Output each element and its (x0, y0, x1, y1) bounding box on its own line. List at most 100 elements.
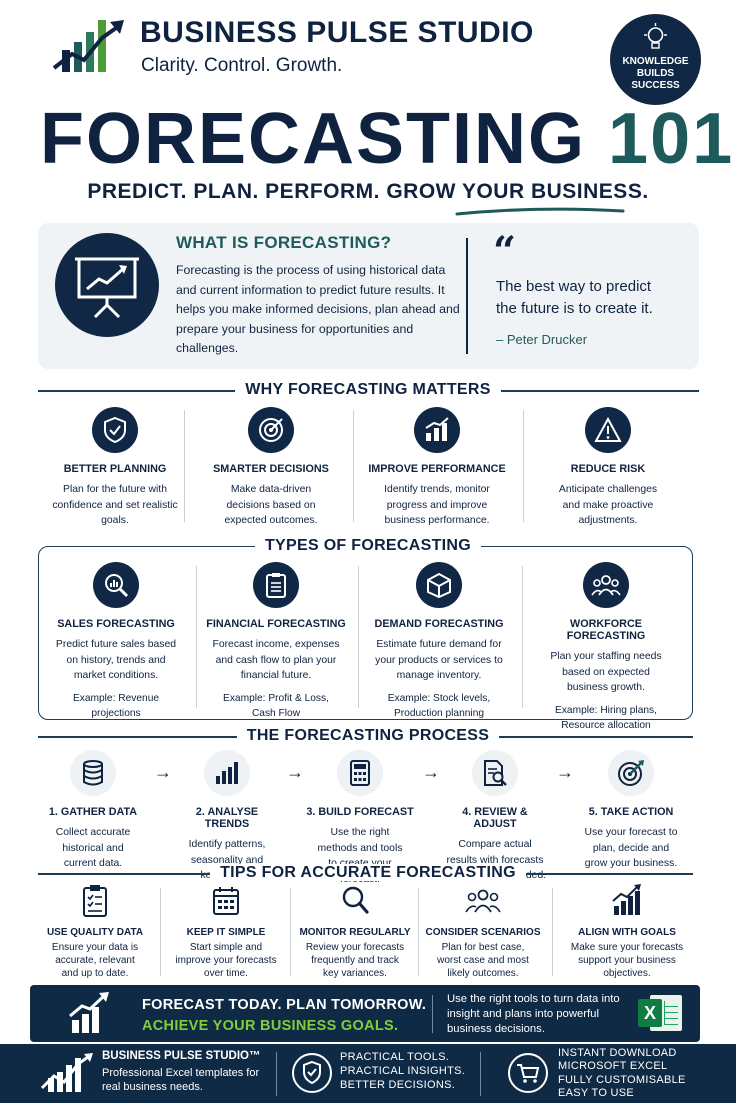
tip-title: USE QUALITY DATA (46, 927, 144, 938)
why-card-body: Plan for the future with confidence and … (52, 484, 178, 526)
process-step-title: 3. BUILD FORECAST (306, 806, 414, 818)
type-card-example: Example: Stock levels, Production planni… (387, 692, 491, 719)
types-heading-wrap: TYPES OF FORECASTING (0, 537, 736, 555)
footer (0, 1044, 736, 1103)
divider (276, 1052, 277, 1096)
why-card-title: IMPROVE PERFORMANCE (368, 463, 506, 475)
footer-mid-text: PRACTICAL TOOLS. PRACTICAL INSIGHTS. BET… (340, 1051, 466, 1091)
type-card-body: Predict future sales based on history, t… (55, 639, 177, 681)
excel-icon: X (638, 995, 682, 1031)
type-card: FINANCIAL FORECASTING Forecast income, e… (205, 562, 347, 721)
swoosh-underline (455, 207, 625, 216)
divider (196, 566, 197, 708)
type-card-body: Plan your staffing needs based on expect… (550, 651, 662, 693)
tip-card: CONSIDER SCENARIOS Plan for best case, w… (424, 884, 542, 980)
why-card: SMARTER DECISIONS Make data-driven decis… (196, 407, 346, 529)
banner-text: Use the right tools to turn data into in… (447, 993, 620, 1035)
divider (160, 888, 161, 976)
growth-chart-icon (612, 884, 641, 915)
group-icon (465, 889, 501, 913)
type-card: SALES FORECASTING Predict future sales b… (46, 562, 186, 721)
calendar-icon (213, 887, 239, 915)
why-heading: WHY FORECASTING MATTERS (235, 381, 501, 398)
badge-text: KNOWLEDGE BUILDS SUCCESS (622, 56, 689, 91)
search-icon (342, 886, 369, 914)
tip-title: ALIGN WITH GOALS (578, 927, 676, 938)
footer-brand: BUSINESS PULSE STUDIO™ (102, 1050, 261, 1062)
title-number: 101 (608, 99, 735, 179)
brand-tagline: Clarity. Control. Growth. (141, 55, 343, 76)
process-step-title: 5. TAKE ACTION (588, 806, 674, 818)
target-arrow-icon (608, 750, 654, 796)
database-icon (70, 750, 116, 796)
tip-title: CONSIDER SCENARIOS (425, 927, 541, 938)
process-step: 5. TAKE ACTION Use your forecast to plan… (576, 750, 686, 872)
tip-body: Plan for best case, worst case and most … (437, 942, 529, 979)
why-card: REDUCE RISK Anticipate challenges and ma… (533, 407, 683, 529)
shield-check-icon (92, 407, 138, 453)
warning-icon (585, 407, 631, 453)
type-card-body: Estimate future demand for your products… (375, 639, 503, 681)
footer-logo-icon (40, 1053, 93, 1092)
banner-headline: FORECAST TODAY. PLAN TOMORROW. (142, 997, 427, 1013)
why-card: IMPROVE PERFORMANCE Identify trends, mon… (362, 407, 512, 529)
tip-body: Ensure your data is accurate, relevant a… (51, 942, 139, 979)
process-step-body: Collect accurate historical and current … (55, 827, 131, 869)
why-card: BETTER PLANNING Plan for the future with… (40, 407, 190, 529)
why-card-title: REDUCE RISK (570, 463, 646, 475)
excel-letter: X (638, 999, 662, 1027)
footer-brand-sub: Professional Excel templates for real bu… (102, 1067, 260, 1093)
quote-icon: “ (493, 228, 517, 275)
clipboard-icon (253, 562, 299, 608)
why-card-body: Identify trends, monitor progress and im… (384, 484, 490, 526)
process-step: 1. GATHER DATA Collect accurate historic… (40, 750, 146, 872)
what-title: WHAT IS FORECASTING? (176, 233, 392, 252)
process-heading: THE FORECASTING PROCESS (236, 727, 500, 744)
what-body: Forecasting is the process of using hist… (176, 263, 460, 355)
shield-check-icon (292, 1053, 332, 1093)
tips-heading-wrap: TIPS FOR ACCURATE FORECASTING (0, 864, 736, 882)
why-card-title: BETTER PLANNING (63, 463, 167, 475)
divider (184, 410, 185, 522)
tip-card: KEEP IT SIMPLE Start simple and improve … (170, 884, 282, 980)
arrow-right-icon: → (422, 762, 440, 782)
page-title: FORECASTING 101 (40, 98, 734, 180)
divider (290, 888, 291, 976)
tip-body: Review your forecasts frequently and tra… (305, 942, 405, 979)
type-card-title: DEMAND FORECASTING (374, 618, 504, 630)
type-card: DEMAND FORECASTING Estimate future deman… (368, 562, 510, 721)
divider (480, 1052, 481, 1096)
magnifier-chart-icon (93, 562, 139, 608)
quote-text: The best way to predict the future is to… (496, 278, 653, 317)
tip-title: MONITOR REGULARLY (299, 927, 411, 938)
divider (523, 410, 524, 522)
box-icon (416, 562, 462, 608)
process-step-title: 4. REVIEW & ADJUST (462, 806, 528, 830)
divider (353, 410, 354, 522)
type-card-title: FINANCIAL FORECASTING (206, 618, 346, 630)
arrow-right-icon: → (154, 762, 172, 782)
tips-heading: TIPS FOR ACCURATE FORECASTING (210, 864, 526, 881)
document-search-icon (472, 750, 518, 796)
tip-body: Make sure your forecasts support your bu… (570, 942, 684, 979)
bar-chart-icon (204, 750, 250, 796)
type-card-title: WORKFORCE FORECASTING (566, 618, 646, 642)
process-step-title: 1. GATHER DATA (48, 806, 138, 818)
quote-author: – Peter Drucker (496, 332, 588, 347)
tip-card: MONITOR REGULARLY Review your forecasts … (298, 884, 412, 980)
tip-card: USE QUALITY DATA Ensure your data is acc… (40, 884, 150, 980)
growth-arrow-icon (69, 992, 109, 1033)
type-card-example: Example: Hiring plans, Resource allocati… (555, 704, 657, 731)
type-card-example: Example: Revenue projections (72, 692, 160, 719)
title-word: FORECASTING (40, 99, 587, 179)
type-card-title: SALES FORECASTING (57, 618, 175, 630)
divider (552, 888, 553, 976)
banner-subheadline: ACHIEVE YOUR BUSINESS GOALS. (142, 1018, 399, 1034)
divider (418, 888, 419, 976)
why-card-title: SMARTER DECISIONS (213, 463, 329, 475)
tip-card: ALIGN WITH GOALS Make sure your forecast… (566, 884, 688, 980)
process-heading-wrap: THE FORECASTING PROCESS (0, 727, 736, 745)
type-card: WORKFORCE FORECASTING Plan your staffing… (531, 562, 681, 733)
arrow-right-icon: → (556, 762, 574, 782)
cart-icon (508, 1053, 548, 1093)
